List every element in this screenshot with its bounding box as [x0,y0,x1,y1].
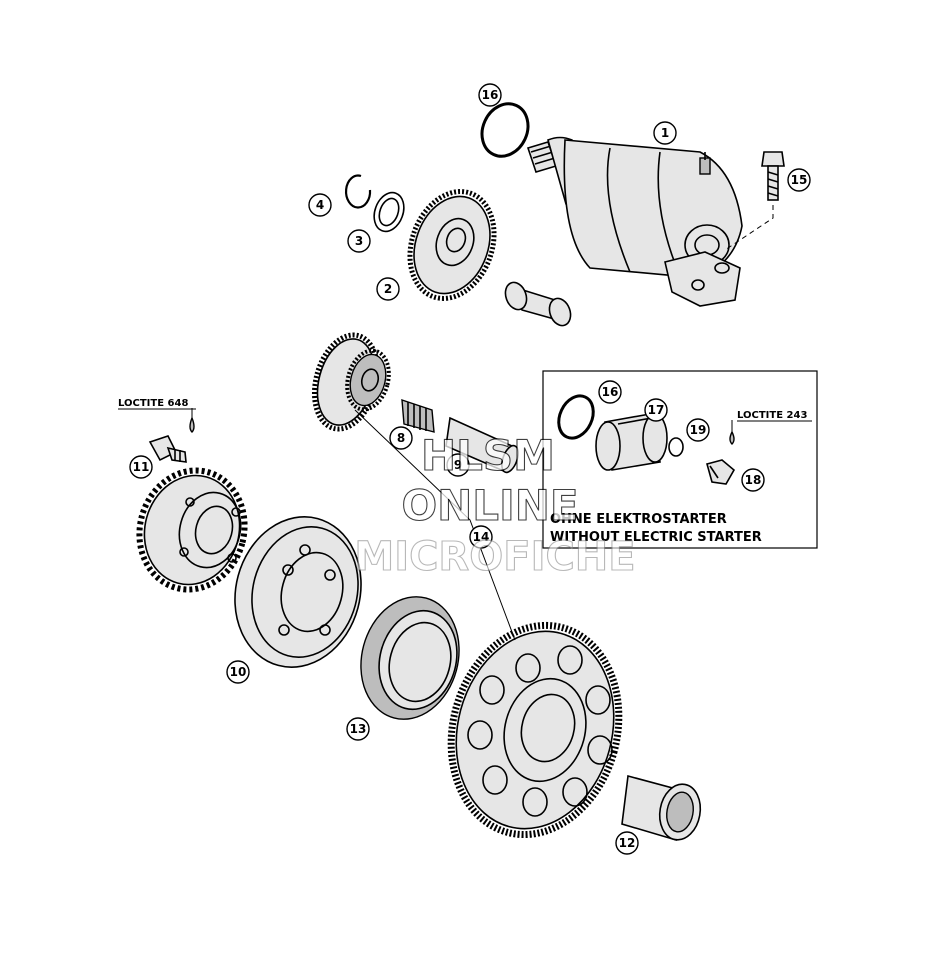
svg-text:11: 11 [133,460,150,474]
svg-text:1: 1 [661,126,669,140]
callout-11: 11 [129,455,153,479]
callout-10: 10 [226,660,250,684]
svg-text:15: 15 [791,173,808,187]
watermark-line-2: ONLINE [401,481,578,530]
sprag-clutch [360,596,460,720]
inset-without-electric-starter: OHNE ELEKTROSTARTER WITHOUT ELECTRIC STA… [542,370,818,549]
callout-13: 13 [346,717,370,741]
callout-12: 12 [615,831,639,855]
callout-1: 1 [653,121,677,145]
callout-8: 8 [389,426,413,450]
starter-ring-gear [447,621,623,839]
svg-text:2: 2 [384,282,392,296]
callout-16: 16 [478,83,502,107]
needle-bearing-bottom [621,774,702,842]
svg-text:16: 16 [482,88,499,102]
needle-bearing [401,399,435,433]
inset-label-en: WITHOUT ELECTRIC STARTER [550,530,762,545]
svg-text:13: 13 [350,722,367,736]
callout-15: 15 [787,168,811,192]
o-ring-top [480,102,530,158]
watermark-line-3: MICROFICHE [354,534,635,580]
circlip [344,174,372,209]
svg-text:12: 12 [619,836,636,850]
svg-text:10: 10 [230,665,247,679]
screw [148,435,187,463]
svg-text:16: 16 [602,385,619,399]
double-gear [311,332,391,432]
bushing [504,281,572,327]
callout-16-inset: 16 [598,380,622,404]
loctite-648-note: LOCTITE 648 [118,398,188,409]
callout-4: 4 [308,193,332,217]
callout-14: 14 [469,525,493,549]
svg-text:18: 18 [745,473,762,487]
drive-gear [136,467,248,593]
svg-text:14: 14 [473,530,490,544]
svg-text:8: 8 [397,431,405,445]
watermark-line-1: HLSM [421,431,555,480]
callout-18: 18 [741,468,765,492]
callout-9: 9 [446,453,470,477]
freewheel-hub [234,516,362,668]
svg-text:4: 4 [316,198,324,212]
intermediate-gear [407,189,497,301]
callout-19: 19 [686,418,710,442]
svg-text:3: 3 [355,234,363,248]
inset-label-de: OHNE ELEKTROSTARTER [550,512,727,527]
callout-17: 17 [644,398,668,422]
starter-motor [526,136,743,307]
svg-text:17: 17 [648,403,665,417]
shaft [445,416,519,474]
callout-3: 3 [347,229,371,253]
svg-text:19: 19 [690,423,707,437]
loctite-243-note: LOCTITE 243 [737,410,807,421]
washer [373,191,405,233]
loctite-drop-left [189,408,195,433]
svg-text:9: 9 [454,458,462,472]
callout-2: 2 [376,277,400,301]
bolt [724,151,785,251]
